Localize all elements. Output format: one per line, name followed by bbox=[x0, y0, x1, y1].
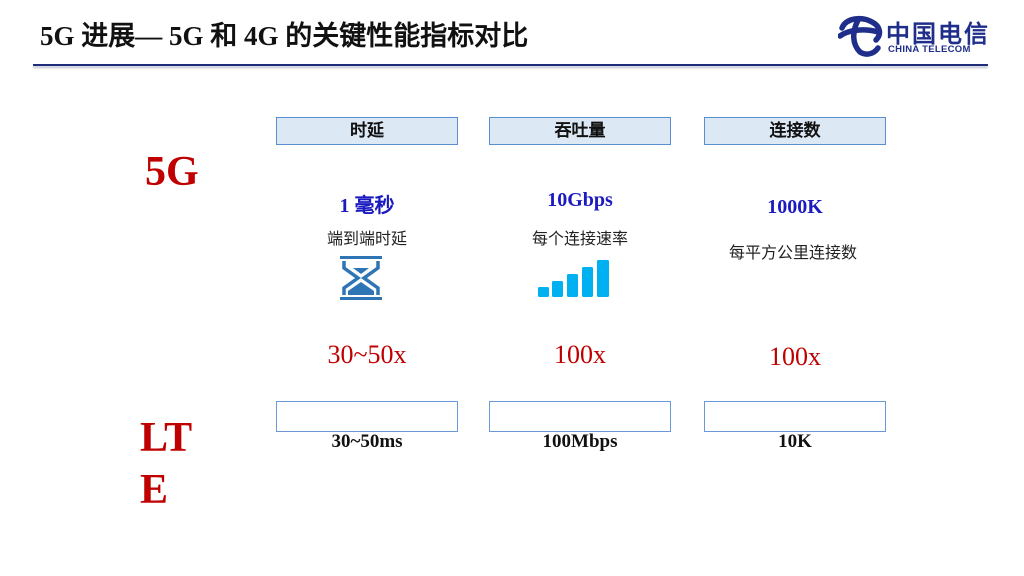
lte-box-latency bbox=[276, 401, 458, 432]
row-label-5g: 5G bbox=[145, 149, 199, 195]
logo-english-text: CHINA TELECOM bbox=[888, 44, 971, 55]
lte-box-throughput bbox=[489, 401, 671, 432]
multiplier-throughput: 100x bbox=[554, 340, 606, 369]
value-5g-throughput: 10Gbps bbox=[547, 189, 613, 211]
lte-box-connections bbox=[704, 401, 886, 432]
page-title: 5G 进展— 5G 和 4G 的关键性能指标对比 bbox=[40, 21, 529, 51]
header-divider bbox=[33, 64, 988, 66]
china-telecom-logo: 中国电信 CHINA TELECOM bbox=[838, 12, 988, 60]
hourglass-icon bbox=[340, 256, 382, 300]
logo-chinese-text: 中国电信 bbox=[886, 20, 990, 48]
multiplier-connections: 100x bbox=[769, 342, 821, 371]
value-lte-latency: 30~50ms bbox=[331, 431, 403, 452]
desc-connections: 每平方公里连接数 bbox=[728, 245, 857, 262]
value-lte-connections: 10K bbox=[778, 431, 812, 452]
china-telecom-logo-icon bbox=[838, 15, 883, 57]
multiplier-latency: 30~50x bbox=[327, 340, 407, 369]
row-label-lte: LTE bbox=[140, 415, 193, 513]
signal-bars-icon bbox=[538, 260, 609, 297]
desc-latency: 端到端时延 bbox=[326, 231, 407, 248]
desc-throughput: 每个连接速率 bbox=[531, 231, 628, 248]
value-5g-latency: 1 毫秒 bbox=[339, 195, 395, 217]
metric-header-latency: 时延 bbox=[276, 117, 458, 145]
value-lte-throughput: 100Mbps bbox=[542, 431, 618, 452]
metric-header-throughput: 吞吐量 bbox=[489, 117, 671, 145]
metric-header-connections: 连接数 bbox=[704, 117, 886, 145]
value-5g-connections: 1000K bbox=[767, 196, 823, 218]
